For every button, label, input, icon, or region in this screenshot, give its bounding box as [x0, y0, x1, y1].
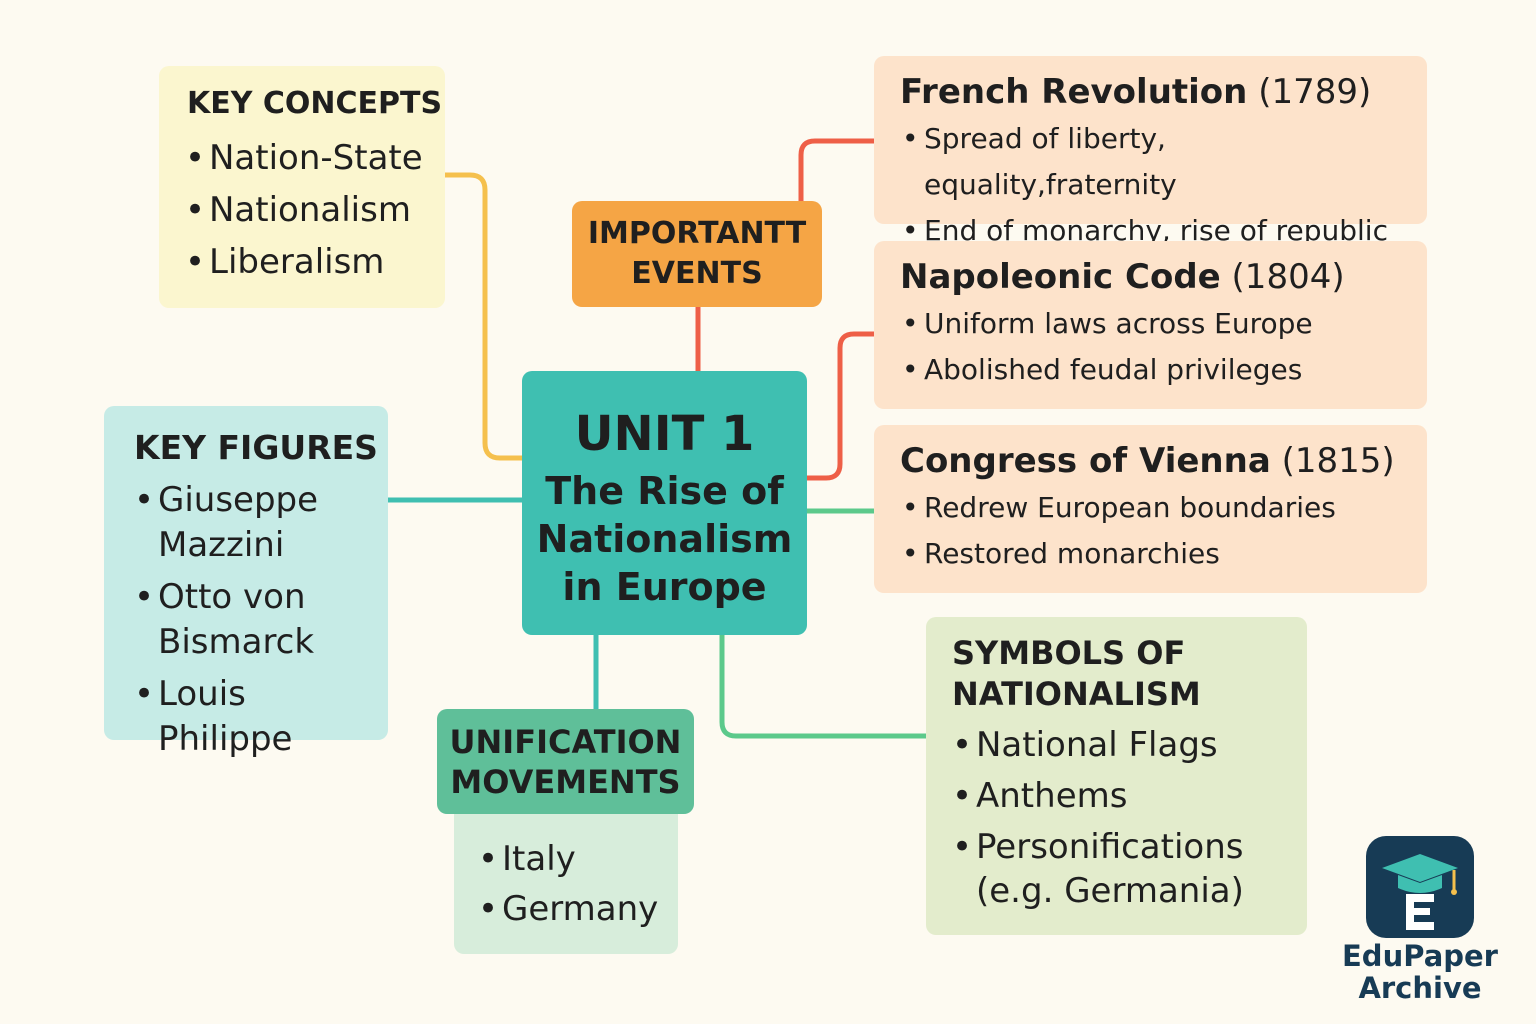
event-name: French Revolution: [900, 72, 1248, 112]
list-item: Giuseppe Mazzini: [132, 478, 388, 568]
connector-key-concepts: [445, 172, 522, 461]
list-item: National Flags: [950, 723, 1307, 767]
event-points: Uniform laws across Europe Abolished feu…: [900, 301, 1427, 393]
unification-list-box: Italy Germany: [454, 800, 678, 954]
event-french-revolution-box: French Revolution (1789) Spread of liber…: [874, 56, 1427, 254]
key-concepts-box: KEY CONCEPTS Nation-State Nationalism Li…: [159, 66, 445, 308]
list-item: Nationalism: [183, 184, 445, 236]
list-item: Germany: [476, 884, 678, 934]
symbols-list: National Flags Anthems Personifications …: [950, 723, 1307, 913]
key-figures-heading: KEY FIGURES: [134, 428, 378, 467]
unification-list: Italy Germany: [476, 834, 678, 934]
list-item: Redrew European boundaries: [900, 485, 1427, 531]
graduation-cap-book-icon: [1366, 836, 1474, 938]
symbols-of-nationalism-box: SYMBOLS OF NATIONALISM National Flags An…: [926, 617, 1307, 935]
key-concepts-list: Nation-State Nationalism Liberalism: [183, 132, 445, 288]
event-year: (1804): [1231, 257, 1345, 297]
unification-header-box: UNIFICATION MOVEMENTS: [437, 709, 694, 814]
event-points: Redrew European boundaries Restored mona…: [900, 485, 1427, 577]
event-year: (1789): [1258, 72, 1372, 112]
event-heading: Napoleonic Code (1804): [900, 255, 1427, 299]
list-item: Spread of liberty, equality,fraternity: [900, 116, 1427, 208]
key-concepts-heading: KEY CONCEPTS: [187, 86, 443, 121]
event-points: Spread of liberty, equality,fraternity E…: [900, 116, 1427, 254]
list-item: Louis Philippe: [132, 672, 388, 762]
list-item: Personifications (e.g. Germania): [950, 825, 1307, 913]
list-item: Anthems: [950, 774, 1307, 818]
list-item: Nation-State: [183, 132, 445, 184]
edupaper-logo: EduPaper Archive: [1340, 836, 1500, 1016]
event-name: Congress of Vienna: [900, 441, 1271, 481]
key-figures-list: Giuseppe Mazzini Otto von Bismarck Louis…: [132, 478, 388, 762]
event-year: (1815): [1281, 441, 1395, 481]
symbols-heading: SYMBOLS OF NATIONALISM: [952, 634, 1201, 713]
list-item: Abolished feudal privileges: [900, 347, 1427, 393]
list-item: Uniform laws across Europe: [900, 301, 1427, 347]
unit-number: UNIT 1: [574, 406, 755, 462]
central-topic-box: UNIT 1 The Rise of Nationalism in Europe: [522, 371, 807, 635]
connector-napoleonic-code: [807, 331, 874, 481]
unit-title: The Rise of Nationalism in Europe: [536, 469, 793, 609]
event-congress-vienna-box: Congress of Vienna (1815) Redrew Europea…: [874, 425, 1427, 593]
key-figures-box: KEY FIGURES Giuseppe Mazzini Otto von Bi…: [104, 406, 388, 759]
event-heading: Congress of Vienna (1815): [900, 439, 1427, 483]
connector-symbols: [719, 635, 926, 739]
list-item: Italy: [476, 834, 678, 884]
list-item: Otto von Bismarck: [132, 575, 388, 665]
connector-french-revolution: [798, 138, 874, 201]
logo-wordmark: EduPaper Archive: [1342, 939, 1498, 1005]
unification-heading: UNIFICATION MOVEMENTS: [449, 722, 682, 801]
important-events-box: IMPORTANTT EVENTS: [572, 201, 822, 307]
important-events-heading: IMPORTANTT EVENTS: [587, 216, 807, 291]
event-heading: French Revolution (1789): [900, 70, 1427, 114]
event-napoleonic-code-box: Napoleonic Code (1804) Uniform laws acro…: [874, 241, 1427, 409]
list-item: Restored monarchies: [900, 531, 1427, 577]
event-name: Napoleonic Code: [900, 257, 1221, 297]
list-item: Liberalism: [183, 236, 445, 288]
